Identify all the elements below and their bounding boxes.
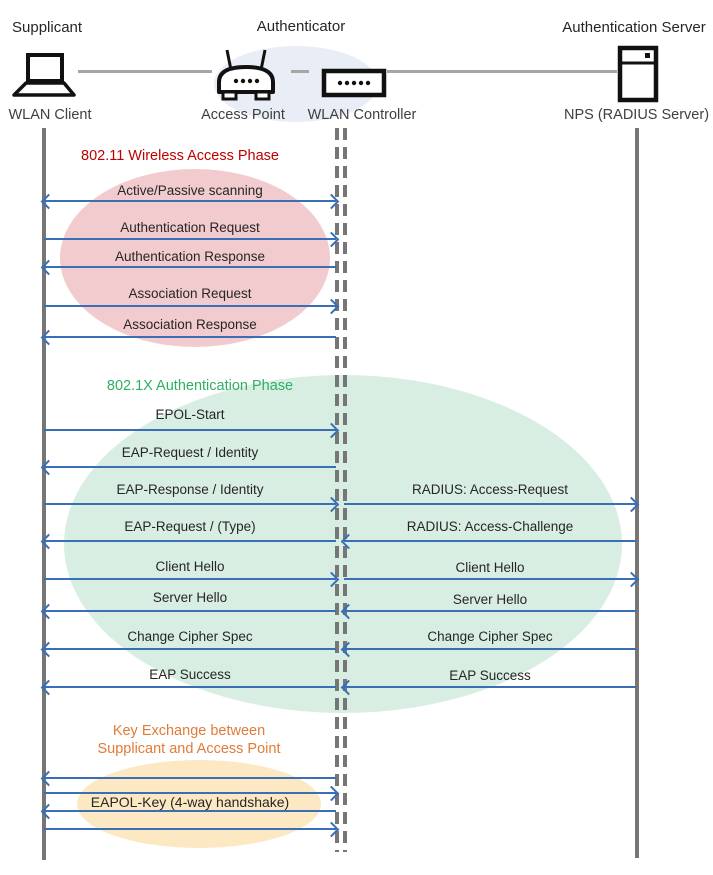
msg-client-hello-right-label: Client Hello (455, 560, 525, 575)
wlan-controller-icon (321, 68, 387, 98)
msg-eap-request-type-label: EAP-Request / (Type) (124, 519, 256, 534)
msg-eap-success-right-label: EAP Success (449, 668, 531, 683)
eapol-key-arrow-4 (44, 821, 340, 838)
eapol-key-arrow-2 (44, 785, 340, 802)
msg-change-cipher-spec-left-label: Change Cipher Spec (127, 629, 253, 644)
access-point-icon (214, 46, 278, 104)
msg-eap-response-identity-label: EAP-Response / Identity (116, 482, 264, 497)
lifeline-authenticator-left (335, 128, 339, 852)
msg-eap-request-type-arrow (40, 533, 336, 550)
connector-controller-to-server (387, 70, 617, 73)
msg-client-hello-left-arrow (44, 571, 340, 588)
lifeline-authenticator-right (343, 128, 347, 852)
msg-authentication-response-arrow (40, 259, 336, 276)
server-icon (617, 45, 659, 103)
role-authenticator: Authenticator (256, 18, 346, 35)
msg-radius-access-request-arrow (344, 496, 640, 513)
msg-epol-start-label: EPOL-Start (155, 407, 225, 422)
label-access-point: Access Point (201, 107, 285, 123)
label-wlan-client: WLAN Client (8, 107, 92, 123)
laptop-icon (10, 52, 78, 100)
msg-change-cipher-spec-left-arrow (40, 641, 336, 658)
msg-change-cipher-spec-right-label: Change Cipher Spec (427, 629, 553, 644)
msg-client-hello-left-label: Client Hello (155, 559, 225, 574)
msg-eap-request-identity-arrow (40, 459, 336, 476)
msg-radius-access-request-label: RADIUS: Access-Request (411, 482, 569, 497)
msg-eap-success-left-arrow (40, 679, 336, 696)
msg-radius-access-challenge-arrow (340, 533, 636, 550)
msg-association-response-arrow (40, 329, 336, 346)
connector-client-to-ap (78, 70, 212, 73)
msg-eap-request-identity-label: EAP-Request / Identity (121, 445, 259, 460)
msg-eap-success-right-arrow (340, 679, 636, 696)
msg-active-passive-scanning-arrow (40, 193, 340, 210)
msg-eap-success-left-label: EAP Success (149, 667, 231, 682)
lifeline-radius-server (635, 128, 639, 858)
phase-8021x-title: 802.1X Authentication Phase (106, 378, 294, 394)
eapol-key-label: EAPOL-Key (4-way handshake) (90, 794, 290, 810)
key-exchange-ellipse (77, 760, 321, 848)
key-exchange-title: Key Exchange between Supplicant and Acce… (49, 722, 329, 758)
msg-change-cipher-spec-right-arrow (340, 641, 636, 658)
msg-active-passive-scanning-label: Active/Passive scanning (117, 183, 263, 198)
lifeline-wlan-client (42, 128, 46, 860)
msg-association-request-label: Association Request (128, 286, 252, 301)
msg-server-hello-right-label: Server Hello (452, 592, 528, 607)
msg-server-hello-right-arrow (340, 603, 636, 620)
msg-association-request-arrow (44, 298, 340, 315)
key-exchange-title-line2: Supplicant and Access Point (97, 741, 281, 757)
msg-association-response-label: Association Response (123, 317, 257, 332)
msg-epol-start-arrow (44, 422, 340, 439)
role-supplicant: Supplicant (12, 19, 83, 36)
msg-eap-response-identity-arrow (44, 496, 340, 513)
label-nps-radius-server: NPS (RADIUS Server) (564, 107, 710, 123)
msg-server-hello-left-arrow (40, 603, 336, 620)
msg-authentication-request-label: Authentication Request (120, 220, 260, 235)
msg-server-hello-left-label: Server Hello (152, 590, 228, 605)
role-authentication-server: Authentication Server (562, 19, 706, 36)
key-exchange-title-line1: Key Exchange between (112, 723, 266, 739)
connector-ap-to-controller-dash (291, 70, 309, 73)
msg-radius-access-challenge-label: RADIUS: Access-Challenge (406, 519, 574, 534)
eapol-key-arrow-3 (40, 803, 336, 820)
msg-authentication-response-label: Authentication Response (114, 249, 266, 264)
phase-80211-ellipse (60, 169, 330, 347)
msg-authentication-request-arrow (44, 231, 340, 248)
phase-80211-title: 802.11 Wireless Access Phase (81, 148, 279, 164)
msg-client-hello-right-arrow (344, 571, 640, 588)
eapol-key-arrow-1 (40, 770, 336, 787)
label-wlan-controller: WLAN Controller (307, 107, 417, 123)
